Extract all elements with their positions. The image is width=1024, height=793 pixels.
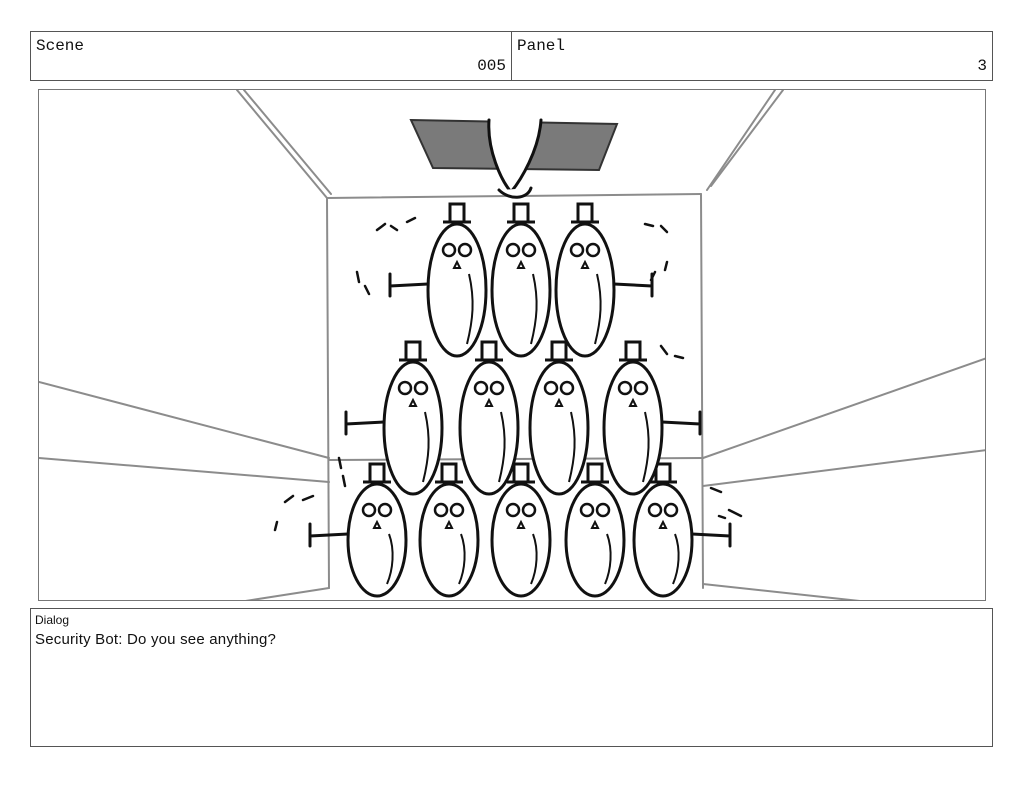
robot-arm: [388, 272, 430, 298]
motion-marks: [273, 216, 743, 532]
robot-figure: [346, 462, 408, 598]
dialog-text: Security Bot: Do you see anything?: [35, 631, 277, 648]
robot-arm: [308, 522, 350, 548]
robot-stack: [308, 202, 732, 598]
robot-arm: [660, 410, 702, 436]
reaching-arm: [487, 118, 543, 199]
robot-figure: [426, 202, 488, 358]
storyboard-sketch: [39, 90, 985, 600]
storyboard-frame: [38, 89, 986, 601]
scene-field: Scene 005: [30, 31, 512, 81]
robot-figure: [528, 340, 590, 496]
scene-label: Scene: [36, 37, 85, 55]
robot-arm: [344, 410, 386, 436]
panel-label: Panel: [517, 37, 566, 55]
robot-figure: [564, 462, 626, 598]
robot-figure: [458, 340, 520, 496]
robot-figure: [554, 202, 616, 358]
dialog-label: Dialog: [35, 613, 70, 627]
robot-figure: [490, 462, 552, 598]
robot-figure: [490, 202, 552, 358]
robot-figure: [418, 462, 480, 598]
robot-figure: [632, 462, 694, 598]
robot-figure: [382, 340, 444, 496]
robot-arm: [612, 272, 654, 298]
scene-number: 005: [477, 57, 506, 75]
dialog-field: Dialog Security Bot: Do you see anything…: [30, 608, 993, 747]
robot-arm: [690, 522, 732, 548]
robot-figure: [602, 340, 664, 496]
panel-number: 3: [977, 57, 987, 75]
panel-field: Panel 3: [511, 31, 993, 81]
